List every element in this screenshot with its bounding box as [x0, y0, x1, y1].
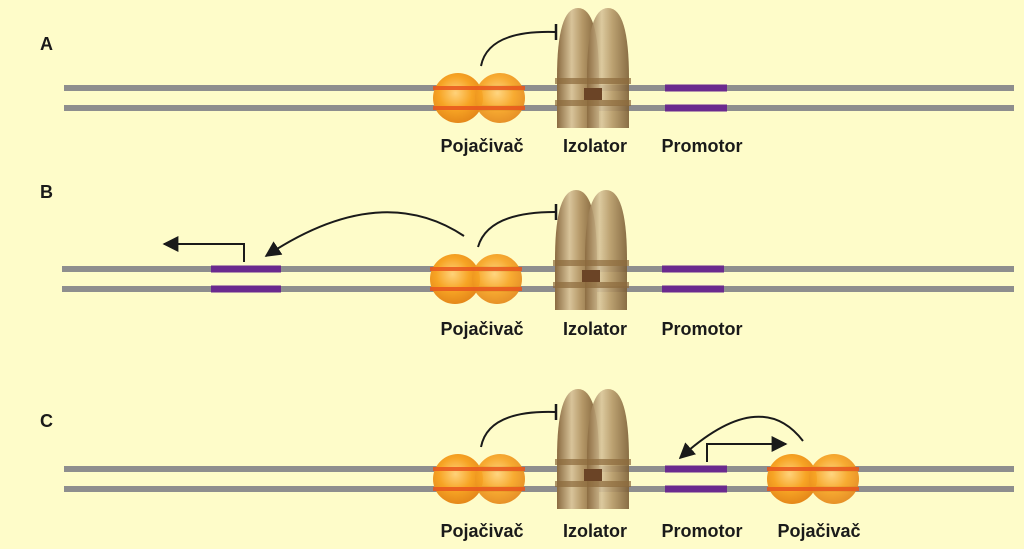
label-promoter: Promotor [662, 319, 743, 339]
activation-arrow-icon [264, 211, 465, 257]
insulator-icon [555, 8, 631, 128]
label-promoter: Promotor [662, 521, 743, 541]
blocked-arrow-icon [480, 410, 556, 448]
label-enhancer: Pojačivač [440, 319, 523, 339]
label-insulator: Izolator [563, 319, 627, 339]
insulator-icon [553, 190, 629, 310]
blocked-arrow-icon [477, 211, 556, 248]
label-enhancer-2: Pojačivač [777, 521, 860, 541]
label-promoter: Promotor [662, 136, 743, 156]
transcription-arrow-icon [706, 436, 788, 462]
label-enhancer: Pojačivač [440, 521, 523, 541]
enhancer-icon [767, 454, 859, 504]
enhancer-icon [433, 73, 525, 123]
panel-c: C Pojačivač Izolator Promotor Pojačivač [40, 389, 1014, 541]
label-insulator: Izolator [563, 521, 627, 541]
blocked-arrow-icon [480, 30, 556, 67]
panel-letter-b: B [40, 182, 53, 202]
transcription-arrow-icon [162, 236, 245, 262]
panel-b: B Pojačivač Izolator Promotor [40, 182, 1014, 339]
activation-arrow-icon [678, 415, 804, 460]
label-insulator: Izolator [563, 136, 627, 156]
panel-letter-c: C [40, 411, 53, 431]
insulator-icon [555, 389, 631, 509]
panel-a: A Pojačivač Izolator Promotor [40, 8, 1014, 156]
enhancer-icon [433, 454, 525, 504]
panel-letter-a: A [40, 34, 53, 54]
enhancer-icon [430, 254, 522, 304]
label-enhancer: Pojačivač [440, 136, 523, 156]
